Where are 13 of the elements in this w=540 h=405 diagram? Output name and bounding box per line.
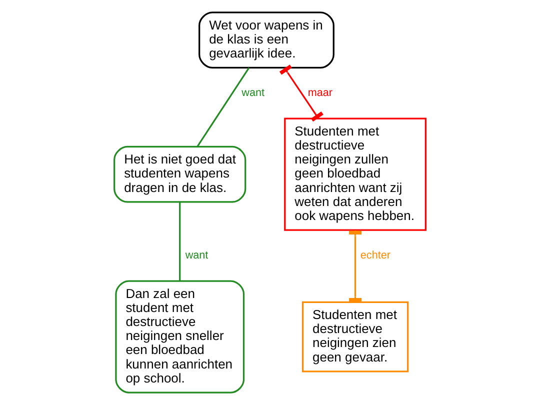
node-box: Het is niet goed dat studenten wapens dragen in de klas. — [114, 146, 246, 203]
connector — [279, 64, 324, 122]
edge-label: want — [242, 86, 264, 99]
connector — [196, 67, 250, 147]
node-box: Studenten met destructieve neigingen zullen geen bloedbad aanrichten want zij weten dat anderen ook wapens hebben. — [284, 118, 426, 231]
node-box: Wet voor wapens in de klas is een gevaarlijk idee. — [198, 12, 334, 68]
node-box: Dan zal een student met destructieve neigingen sneller een bloedbad kunnen aanrichten op school. — [115, 280, 245, 394]
connector — [179, 202, 181, 281]
edge-label: maar — [308, 86, 333, 99]
edge-label: echter — [360, 249, 390, 262]
edge-label: want — [185, 249, 208, 262]
connector — [349, 230, 362, 302]
node-box: Studenten met destructieve neigingen zien geen gevaar. — [302, 301, 409, 372]
